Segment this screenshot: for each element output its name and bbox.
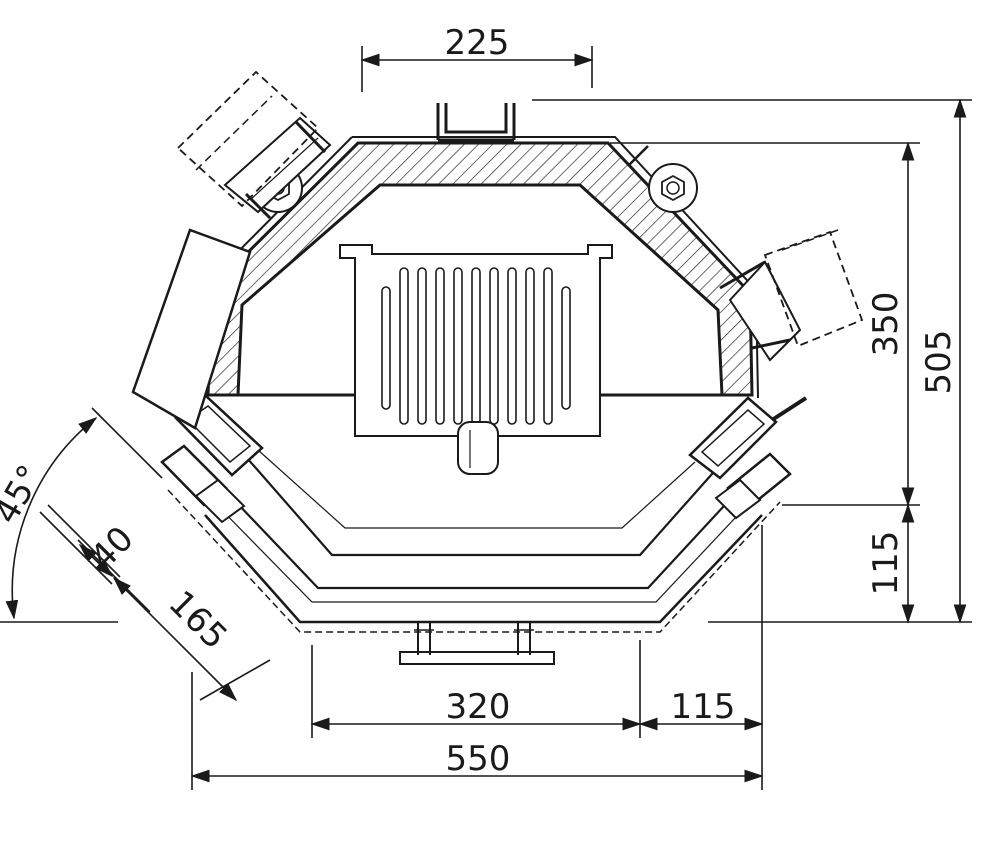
dimension-lines bbox=[0, 46, 972, 790]
knob-right bbox=[627, 145, 698, 213]
label-lower-height: 115 bbox=[866, 531, 906, 596]
label-total-height: 505 bbox=[919, 330, 959, 395]
label-side-small: 40 bbox=[83, 519, 142, 578]
side-panel-left bbox=[131, 228, 252, 430]
grate-slot bbox=[489, 267, 499, 425]
flue-bracket bbox=[436, 103, 516, 142]
ash-pan-handle bbox=[457, 421, 499, 475]
dim-line-165 bbox=[112, 576, 238, 702]
label-top-width: 225 bbox=[445, 23, 510, 63]
outer-casing bbox=[352, 136, 759, 399]
grate-slot bbox=[471, 267, 481, 425]
grate-slot bbox=[525, 267, 535, 425]
grate-slot bbox=[561, 286, 571, 410]
door-open-left bbox=[176, 70, 320, 208]
label-total-width: 550 bbox=[446, 739, 511, 779]
label-upper-height: 350 bbox=[866, 292, 906, 357]
grate-slot bbox=[417, 267, 427, 425]
fireplace-body bbox=[160, 136, 808, 633]
dim-arc-45 bbox=[5, 417, 98, 620]
door-open-right bbox=[763, 229, 864, 348]
grate-slot bbox=[435, 267, 445, 425]
chamber-floor bbox=[239, 449, 721, 557]
label-front-width: 320 bbox=[446, 687, 511, 727]
label-side-offset: 115 bbox=[671, 687, 736, 727]
label-angle: 45° bbox=[0, 458, 51, 530]
corner-post-right bbox=[688, 396, 808, 520]
trim-outline bbox=[167, 489, 781, 633]
grate-slot bbox=[507, 267, 517, 425]
label-side-large: 165 bbox=[161, 583, 235, 657]
grate-slot bbox=[453, 267, 463, 425]
grate-slots bbox=[381, 267, 571, 425]
door-hinge-right bbox=[719, 260, 802, 362]
grate-slot bbox=[399, 267, 409, 425]
grate-slot bbox=[381, 286, 391, 410]
grate-slot bbox=[543, 267, 553, 425]
base-foot bbox=[399, 622, 555, 665]
